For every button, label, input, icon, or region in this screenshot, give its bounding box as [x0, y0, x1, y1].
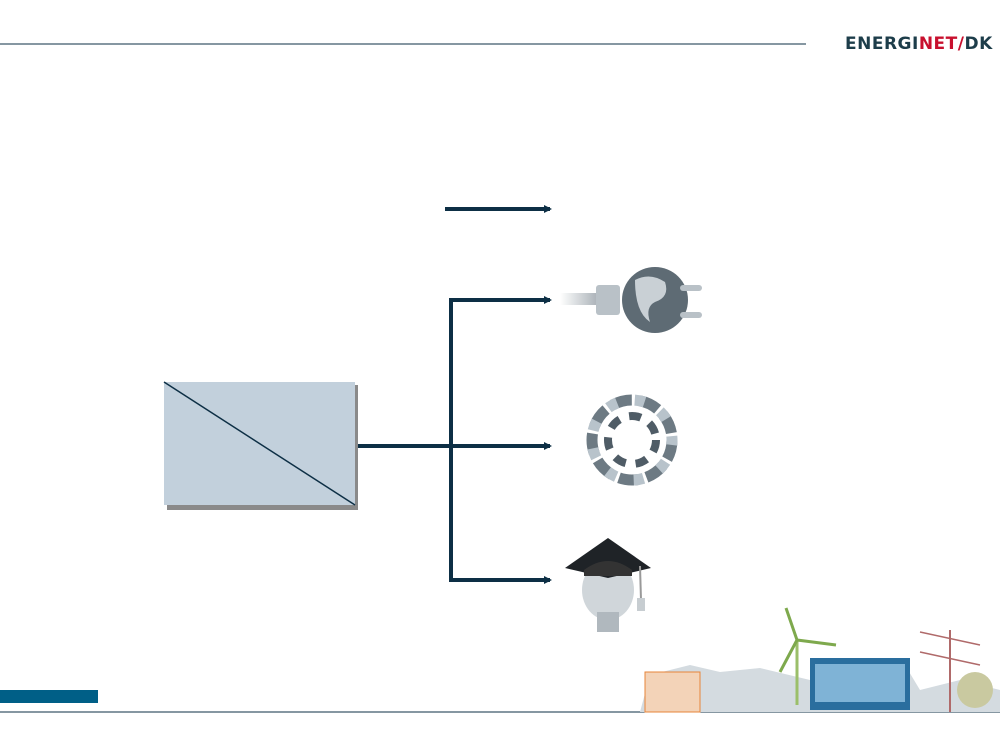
logo-text-3: DK [964, 34, 993, 54]
chain-ring-icon [586, 394, 678, 486]
branch-connectors [358, 296, 552, 584]
landscape-illustration [640, 607, 1000, 713]
accent-bar [0, 690, 98, 703]
source-box [163, 381, 358, 510]
globe-plug-icon [560, 267, 702, 333]
logo-text-2: NET [918, 34, 958, 54]
graduate-lightbulb-icon [565, 538, 651, 632]
energinet-logo: ENERGINET/DK [845, 34, 993, 54]
logo-text-1: ENERGI [845, 34, 919, 54]
logo-slash: / [957, 34, 965, 54]
